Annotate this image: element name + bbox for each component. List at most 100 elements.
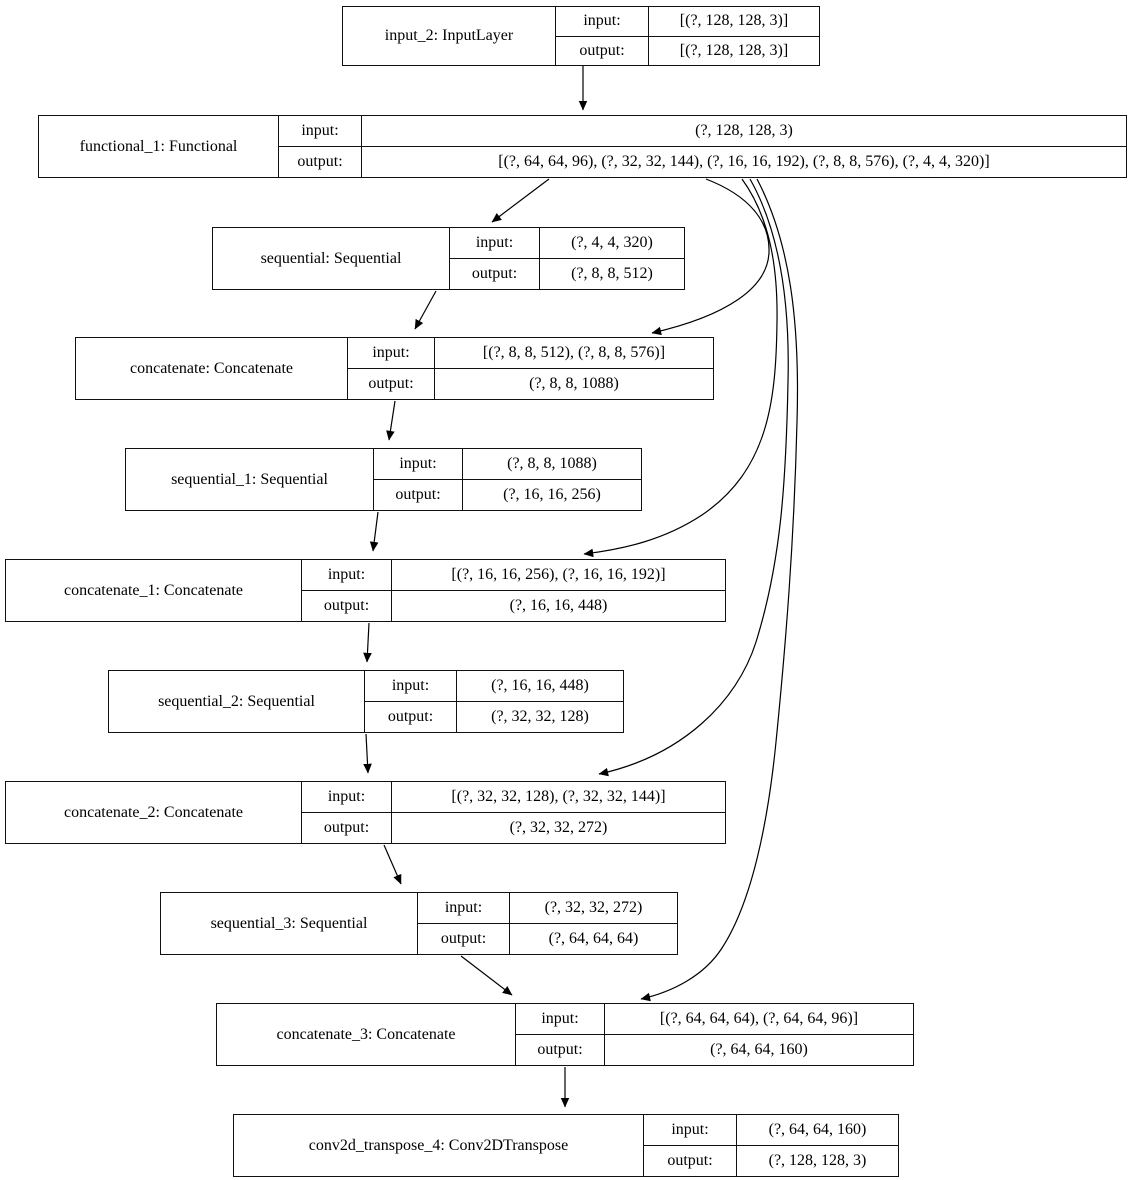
io-row-input: input: [(?, 8, 8, 512), (?, 8, 8, 576)] [348, 338, 713, 368]
input-label: input: [399, 455, 437, 473]
input-label: input: [541, 1010, 579, 1028]
layer-name: conv2d_transpose_4: Conv2DTranspose [308, 1136, 569, 1154]
edge-concatenate_2-sequential_3 [383, 844, 402, 885]
output-shape: (?, 32, 32, 272) [391, 813, 725, 843]
layer-io-table: input: [(?, 32, 32, 128), (?, 32, 32, 14… [301, 782, 725, 843]
input-label: input: [475, 234, 514, 252]
input-label: input: [372, 344, 410, 362]
io-row-output: output: (?, 8, 8, 512) [450, 258, 684, 289]
layer-io-table: input: [(?, 16, 16, 256), (?, 16, 16, 19… [301, 560, 725, 621]
io-row-input: input: [(?, 64, 64, 64), (?, 64, 64, 96)… [516, 1004, 913, 1034]
io-row-output: output: [(?, 64, 64, 96), (?, 32, 32, 14… [279, 146, 1126, 177]
input-shape: (?, 64, 64, 160) [736, 1115, 898, 1145]
input-label: input: [327, 788, 366, 806]
edge-functional_1-sequential [491, 178, 550, 223]
input-label: input: [301, 122, 339, 140]
layer-node-concatenate: concatenate: Concatenate input: [(?, 8, … [75, 337, 714, 400]
edge-sequential-concatenate [414, 290, 437, 330]
input-shape: [(?, 16, 16, 256), (?, 16, 16, 192)] [391, 560, 725, 590]
layer-name: functional_1: Functional [79, 137, 238, 155]
layer-io-table: input: (?, 32, 32, 272) output: (?, 64, … [417, 893, 677, 954]
input-shape: (?, 8, 8, 1088) [462, 449, 641, 479]
layer-node-concatenate_3: concatenate_3: Concatenate input: [(?, 6… [216, 1003, 914, 1066]
output-label: output: [387, 708, 434, 726]
layer-name: concatenate_1: Concatenate [63, 581, 243, 599]
io-row-output: output: (?, 32, 32, 272) [302, 812, 725, 843]
io-row-input: input: (?, 32, 32, 272) [418, 893, 677, 923]
output-shape: (?, 8, 8, 1088) [434, 369, 713, 399]
layer-io-table: input: (?, 64, 64, 160) output: (?, 128,… [643, 1115, 898, 1176]
layer-io-table: input: [(?, 8, 8, 512), (?, 8, 8, 576)] … [347, 338, 713, 399]
edge-sequential_2-concatenate_2 [363, 733, 372, 774]
layer-node-sequential_3: sequential_3: Sequential input: (?, 32, … [160, 892, 678, 955]
input-shape: (?, 4, 4, 320) [539, 228, 684, 258]
layer-node-concatenate_2: concatenate_2: Concatenate input: [(?, 3… [5, 781, 726, 844]
input-label: input: [444, 899, 483, 917]
output-shape: (?, 64, 64, 64) [509, 924, 677, 954]
input-label: input: [391, 677, 430, 695]
input-shape: [(?, 128, 128, 3)] [648, 7, 819, 36]
io-row-input: input: [(?, 16, 16, 256), (?, 16, 16, 19… [302, 560, 725, 590]
layer-io-table: input: (?, 8, 8, 1088) output: (?, 16, 1… [373, 449, 641, 510]
layer-node-sequential: sequential: Sequential input: (?, 4, 4, … [212, 227, 685, 290]
layer-io-table: input: [(?, 128, 128, 3)] output: [(?, 1… [555, 7, 819, 65]
io-row-output: output: (?, 64, 64, 64) [418, 923, 677, 954]
output-label: output: [440, 930, 487, 948]
output-shape: (?, 16, 16, 448) [391, 591, 725, 621]
output-label: output: [323, 597, 370, 615]
io-row-input: input: (?, 8, 8, 1088) [374, 449, 641, 479]
output-label: output: [579, 41, 625, 59]
layer-node-sequential_2: sequential_2: Sequential input: (?, 16, … [108, 670, 624, 733]
layer-name: sequential_1: Sequential [171, 470, 328, 488]
output-shape: (?, 8, 8, 512) [539, 259, 684, 289]
layer-io-table: input: (?, 16, 16, 448) output: (?, 32, … [364, 671, 623, 732]
io-row-output: output: (?, 32, 32, 128) [365, 701, 623, 732]
input-label: input: [583, 12, 621, 30]
input-label: input: [671, 1121, 709, 1139]
layer-name: concatenate_3: Concatenate [276, 1025, 456, 1043]
edge-concatenate-sequential_1 [386, 400, 396, 441]
output-shape: (?, 128, 128, 3) [736, 1146, 898, 1176]
output-shape: [(?, 128, 128, 3)] [648, 36, 819, 65]
io-row-input: input: [(?, 32, 32, 128), (?, 32, 32, 14… [302, 782, 725, 812]
io-row-output: output: (?, 128, 128, 3) [644, 1145, 898, 1176]
input-shape: (?, 128, 128, 3) [361, 116, 1126, 146]
layer-node-concatenate_1: concatenate_1: Concatenate input: [(?, 1… [5, 559, 726, 622]
input-shape: (?, 32, 32, 272) [509, 893, 677, 923]
io-row-output: output: (?, 8, 8, 1088) [348, 368, 713, 399]
layer-node-functional_1: functional_1: Functional input: (?, 128,… [38, 115, 1127, 178]
output-shape: [(?, 64, 64, 96), (?, 32, 32, 144), (?, … [361, 147, 1126, 177]
layer-node-input_2: input_2: InputLayer input: [(?, 128, 128… [342, 6, 820, 66]
layer-name: sequential_2: Sequential [158, 692, 315, 710]
io-row-input: input: [(?, 128, 128, 3)] [556, 7, 819, 36]
io-row-output: output: [(?, 128, 128, 3)] [556, 35, 819, 65]
layer-name: input_2: InputLayer [384, 27, 514, 45]
io-row-output: output: (?, 64, 64, 160) [516, 1034, 913, 1065]
input-shape: (?, 16, 16, 448) [456, 671, 623, 701]
io-row-input: input: (?, 4, 4, 320) [450, 228, 684, 258]
output-label: output: [537, 1041, 583, 1059]
output-shape: (?, 16, 16, 256) [462, 480, 641, 510]
input-shape: [(?, 64, 64, 64), (?, 64, 64, 96)] [604, 1004, 913, 1034]
io-row-input: input: (?, 16, 16, 448) [365, 671, 623, 701]
layer-name: concatenate_2: Concatenate [63, 803, 243, 821]
layer-name: sequential_3: Sequential [210, 914, 368, 932]
io-row-output: output: (?, 16, 16, 448) [302, 590, 725, 621]
layer-node-conv2d_transpose_4: conv2d_transpose_4: Conv2DTranspose inpu… [233, 1114, 899, 1177]
edge-sequential_1-concatenate_1 [369, 511, 379, 552]
layer-name: concatenate: Concatenate [129, 359, 293, 377]
io-row-input: input: (?, 128, 128, 3) [279, 116, 1126, 146]
layer-io-table: input: [(?, 64, 64, 64), (?, 64, 64, 96)… [515, 1004, 913, 1065]
edge-concatenate_1-sequential_2 [363, 622, 372, 663]
io-row-input: input: (?, 64, 64, 160) [644, 1115, 898, 1145]
output-label: output: [471, 265, 518, 283]
edge-sequential_3-concatenate_3 [460, 955, 513, 996]
output-shape: (?, 32, 32, 128) [456, 702, 623, 732]
input-shape: [(?, 32, 32, 128), (?, 32, 32, 144)] [391, 782, 725, 812]
input-label: input: [327, 566, 366, 584]
output-shape: (?, 64, 64, 160) [604, 1035, 913, 1065]
layer-io-table: input: (?, 128, 128, 3) output: [(?, 64,… [278, 116, 1126, 177]
output-label: output: [368, 375, 414, 393]
layer-io-table: input: (?, 4, 4, 320) output: (?, 8, 8, … [449, 228, 684, 289]
